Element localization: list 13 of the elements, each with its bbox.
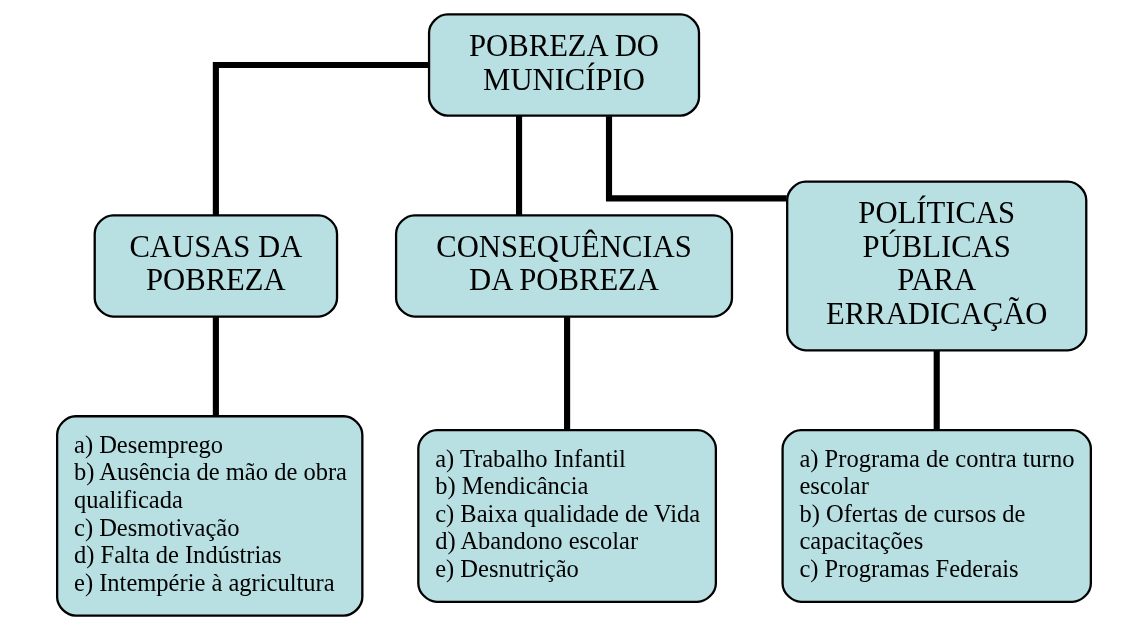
node-box: a) Trabalho Infantil b) Mendicância c) Baixa qualidade de Vida d) Abandono escolar e) Desnutrição [416,428,717,603]
connector [933,350,940,430]
node-box: POBREZA DO MUNICÍPIO [427,13,700,117]
node-box: CAUSAS DA POBREZA [93,214,338,318]
connector [515,115,522,216]
node-box: a) Programa de contra turno escolar b) Ofertas de cursos de capacitações c) Programas Federais [780,428,1092,603]
node-box: a) Desemprego b) Ausência de mão de obra qualificada c) Desmotivação d) Falta de Indústrias e) Intempérie à agricultura [55,415,363,617]
connector [212,317,219,416]
connector [212,61,429,216]
connector [605,116,787,202]
node-box: CONSEQUÊNCIAS DA POBREZA [394,214,733,318]
node-box: POLÍTICAS PÚBLICAS PARA ERRADICAÇÃO [785,180,1087,352]
connector [563,317,570,430]
